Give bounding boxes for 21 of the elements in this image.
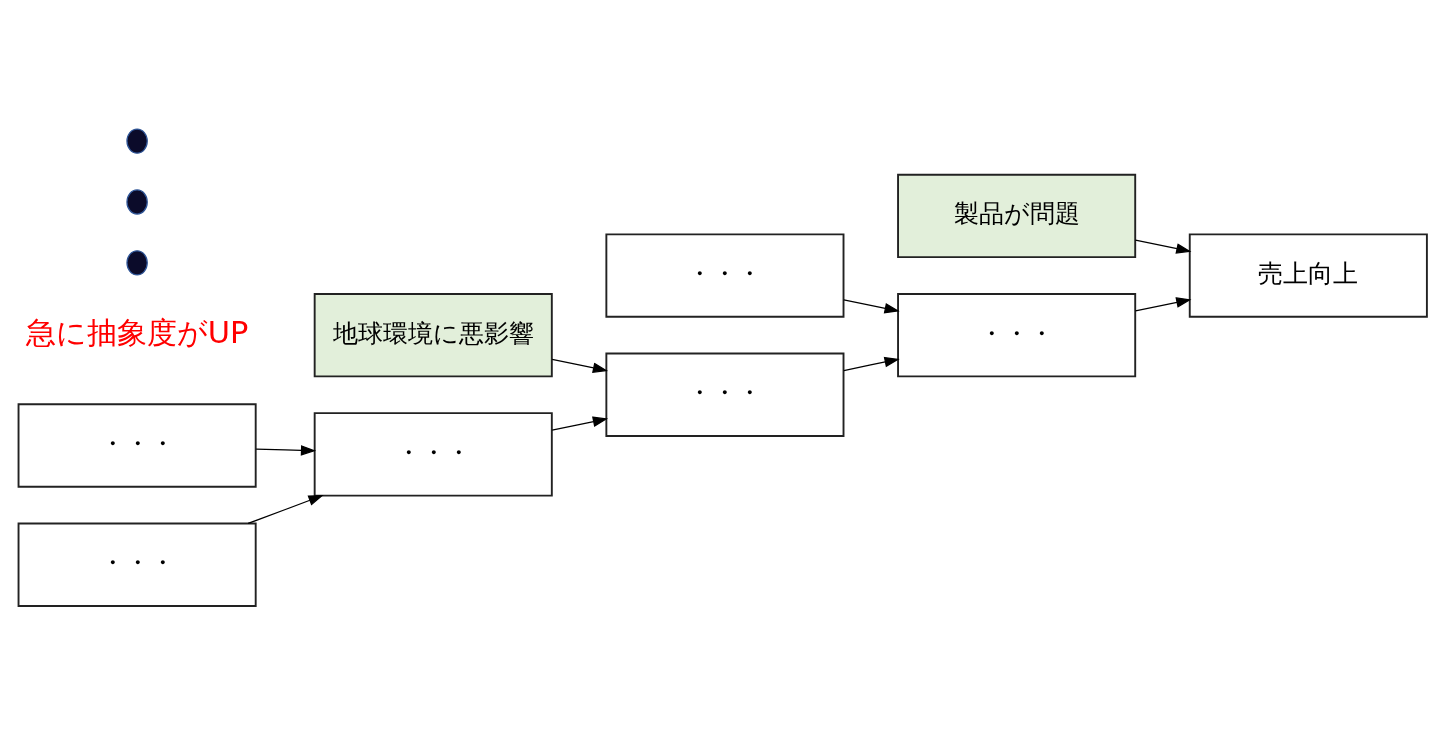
- node-box: 売上向上: [1188, 233, 1428, 318]
- node-box: ・・・: [604, 233, 844, 318]
- arrow: [1134, 239, 1191, 254]
- arrow: [551, 416, 608, 431]
- node-circle: [125, 189, 148, 215]
- node-box: 地球環境に悪影響: [313, 293, 553, 378]
- node-box: ・・・: [896, 293, 1136, 378]
- arrow: [551, 358, 608, 374]
- arrow: [247, 495, 324, 525]
- arrow: [254, 445, 316, 456]
- node-box: ・・・: [17, 522, 257, 607]
- node-circle: [125, 128, 148, 154]
- node-box: ・・・: [313, 412, 553, 497]
- node-box: ・・・: [604, 352, 844, 437]
- label: 急に抽象度がUP: [25, 315, 248, 351]
- arrow: [842, 299, 900, 314]
- node-box: 製品が問題: [896, 173, 1136, 259]
- node-circle: [125, 250, 148, 276]
- arrow: [842, 356, 900, 372]
- node-box: ・・・: [17, 403, 257, 488]
- arrow: [1134, 297, 1191, 312]
